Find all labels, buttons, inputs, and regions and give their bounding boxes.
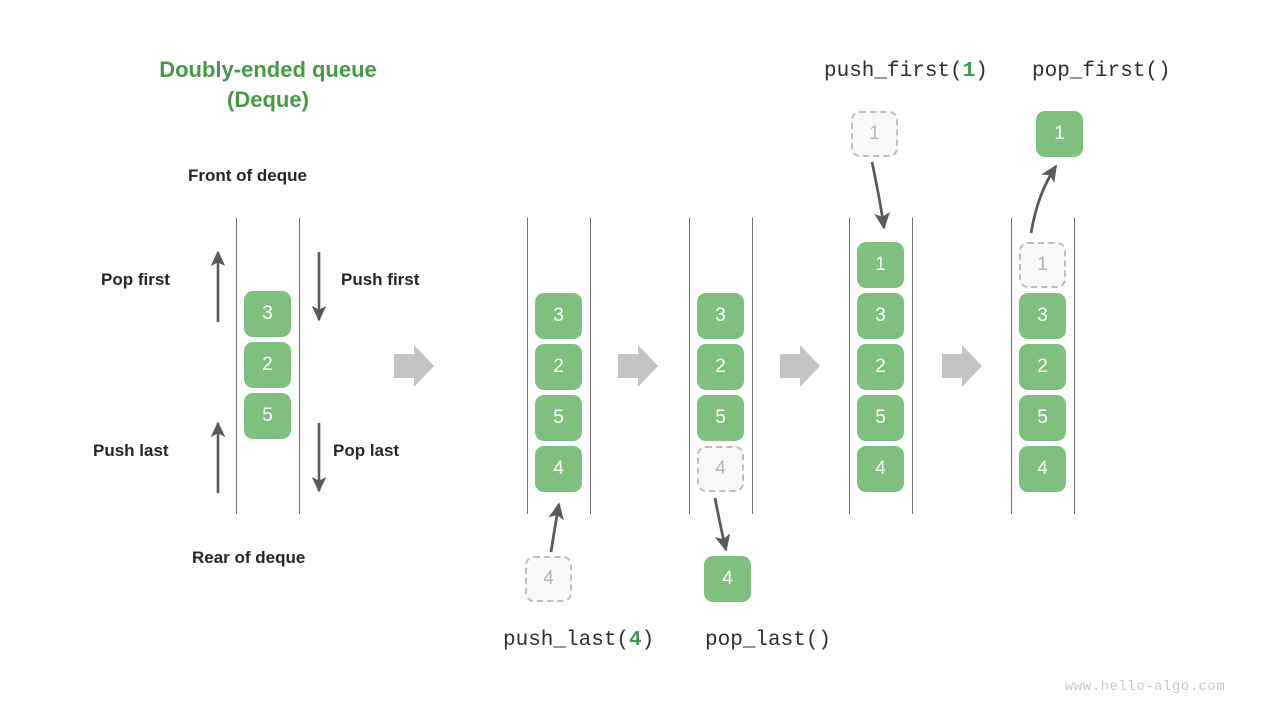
deque-cells-initial: 3 2 5 xyxy=(244,291,291,439)
page-title: Doubly-ended queue (Deque) xyxy=(108,55,428,114)
push-first-label: Push first xyxy=(341,270,420,289)
deque-cells-after-push-last: 3 2 5 4 xyxy=(535,293,582,492)
push-last-label: Push last xyxy=(93,441,169,460)
deque-cell: 5 xyxy=(1019,395,1066,441)
deque-cell: 2 xyxy=(857,344,904,390)
pop-first-label: Pop first xyxy=(101,270,170,289)
transition-arrow-1 xyxy=(394,345,434,387)
deque-container-after-push-first: 1 3 2 5 4 xyxy=(849,218,913,514)
deque-cell: 4 xyxy=(857,446,904,492)
caption-push-last-name: push_last( xyxy=(503,629,630,652)
caption-push-first-name: push_first( xyxy=(824,60,963,83)
front-of-deque-label: Front of deque xyxy=(188,166,307,185)
rear-of-deque-label: Rear of deque xyxy=(192,548,306,567)
deque-cell: 5 xyxy=(857,395,904,441)
caption-push-last-arg: 4 xyxy=(629,629,642,652)
outgoing-cell-pop-last: 4 xyxy=(704,556,751,602)
deque-cell: 5 xyxy=(244,393,291,439)
caption-push-last: push_last(4) xyxy=(503,629,654,652)
caption-pop-first-name: pop_first() xyxy=(1032,60,1171,83)
outgoing-cell-pop-first: 1 xyxy=(1036,111,1083,157)
deque-cell: 2 xyxy=(244,342,291,388)
deque-rail-right xyxy=(299,218,300,514)
caption-push-first-close: ) xyxy=(975,60,988,83)
deque-rail-left xyxy=(236,218,237,514)
deque-cell: 2 xyxy=(535,344,582,390)
deque-rail-right xyxy=(752,218,753,514)
deque-cell: 4 xyxy=(1019,446,1066,492)
deque-cell: 3 xyxy=(857,293,904,339)
deque-container-initial: 3 2 5 xyxy=(236,218,300,514)
deque-rail-left xyxy=(689,218,690,514)
deque-container-after-pop-last: 3 2 5 4 xyxy=(689,218,753,514)
caption-pop-first: pop_first() xyxy=(1032,60,1171,83)
deque-rail-right xyxy=(1074,218,1075,514)
deque-cell-ghost: 4 xyxy=(697,446,744,492)
deque-cell: 3 xyxy=(697,293,744,339)
caption-push-first-arg: 1 xyxy=(962,60,976,83)
title-line-1: Doubly-ended queue xyxy=(159,57,377,82)
deque-cells-after-pop-first: 1 3 2 5 4 xyxy=(1019,242,1066,492)
deque-cell: 1 xyxy=(857,242,904,288)
deque-cell: 3 xyxy=(1019,293,1066,339)
deque-rail-left xyxy=(1011,218,1012,514)
watermark: www.hello-algo.com xyxy=(1065,679,1226,695)
deque-cell: 5 xyxy=(697,395,744,441)
deque-rail-left xyxy=(527,218,528,514)
deque-cells-after-push-first: 1 3 2 5 4 xyxy=(857,242,904,492)
deque-cell: 2 xyxy=(1019,344,1066,390)
transition-arrow-2 xyxy=(618,345,658,387)
deque-cell: 3 xyxy=(535,293,582,339)
caption-push-first: push_first(1) xyxy=(824,60,988,83)
deque-container-after-pop-first: 1 3 2 5 4 xyxy=(1011,218,1075,514)
deque-rail-right xyxy=(912,218,913,514)
deque-rail-left xyxy=(849,218,850,514)
caption-push-last-close: ) xyxy=(641,629,655,652)
deque-container-after-push-last: 3 2 5 4 xyxy=(527,218,591,514)
pop-last-label: Pop last xyxy=(333,441,400,460)
deque-cell: 5 xyxy=(535,395,582,441)
deque-cell-ghost: 1 xyxy=(1019,242,1066,288)
transition-arrow-4 xyxy=(942,345,982,387)
deque-cell: 3 xyxy=(244,291,291,337)
deque-cell: 4 xyxy=(535,446,582,492)
title-line-2: (Deque) xyxy=(227,86,309,112)
incoming-cell-push-last: 4 xyxy=(525,556,572,602)
caption-pop-last-name: pop_last() xyxy=(705,629,832,652)
transition-arrow-3 xyxy=(780,345,820,387)
deque-cells-after-pop-last: 3 2 5 4 xyxy=(697,293,744,492)
deque-cell: 2 xyxy=(697,344,744,390)
incoming-cell-push-first: 1 xyxy=(851,111,898,157)
deque-rail-right xyxy=(590,218,591,514)
caption-pop-last: pop_last() xyxy=(705,629,831,652)
